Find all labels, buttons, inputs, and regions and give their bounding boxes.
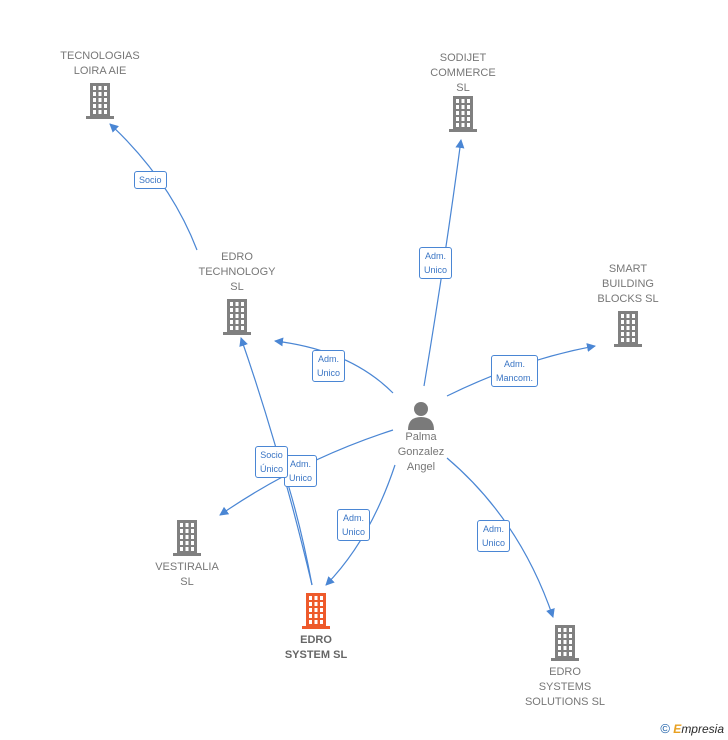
building-icon	[223, 299, 251, 335]
empresia-watermark: © Empresia	[660, 721, 724, 736]
person-icon	[408, 402, 434, 430]
copyright-symbol: ©	[660, 721, 670, 736]
building-icon	[449, 96, 477, 132]
building-icon	[302, 593, 330, 629]
node-edro-system[interactable]: EDRO SYSTEM SL	[261, 593, 371, 663]
building-icon	[551, 625, 579, 661]
building-icon	[86, 83, 114, 119]
relation-label-socio-unico: Socio Único	[255, 446, 289, 478]
node-edro-technology[interactable]: EDRO TECHNOLOGY SL	[182, 250, 292, 335]
node-label: EDRO TECHNOLOGY SL	[198, 251, 276, 293]
relation-label-adm-unico: Adm. Unico	[477, 520, 511, 552]
node-label: VESTIRALIA SL	[155, 561, 219, 588]
node-edro-systems-solutions[interactable]: EDRO SYSTEMS SOLUTIONS SL	[510, 625, 620, 710]
node-vestiralia[interactable]: VESTIRALIA SL	[132, 520, 242, 590]
node-smart-building[interactable]: SMART BUILDING BLOCKS SL	[573, 262, 683, 347]
relation-label-adm-unico: Adm. Unico	[284, 455, 318, 487]
node-label: SODIJET COMMERCE SL	[430, 52, 496, 94]
brand-logo: Empresia	[673, 722, 724, 736]
node-label: EDRO SYSTEMS SOLUTIONS SL	[524, 666, 606, 708]
building-icon	[614, 311, 642, 347]
node-label: Palma Gonzalez Angel	[397, 431, 445, 473]
node-label: TECNOLOGIAS LOIRA AIE	[60, 50, 140, 77]
relation-label-adm-unico: Adm. Unico	[419, 247, 453, 279]
relation-label-socio: Socio	[134, 171, 167, 189]
node-sodijet[interactable]: SODIJET COMMERCE SL	[408, 51, 518, 132]
node-label: SMART BUILDING BLOCKS SL	[597, 263, 659, 305]
relation-label-adm-unico: Adm. Unico	[337, 509, 371, 541]
node-label: EDRO SYSTEM SL	[284, 634, 348, 661]
relation-label-adm-unico: Adm. Unico	[312, 350, 346, 382]
relation-label-adm-mancom: Adm. Mancom.	[491, 355, 539, 387]
node-tecnologias-loira[interactable]: TECNOLOGIAS LOIRA AIE	[45, 49, 155, 119]
node-palma-gonzalez[interactable]: Palma Gonzalez Angel	[376, 400, 466, 475]
building-icon	[173, 520, 201, 556]
